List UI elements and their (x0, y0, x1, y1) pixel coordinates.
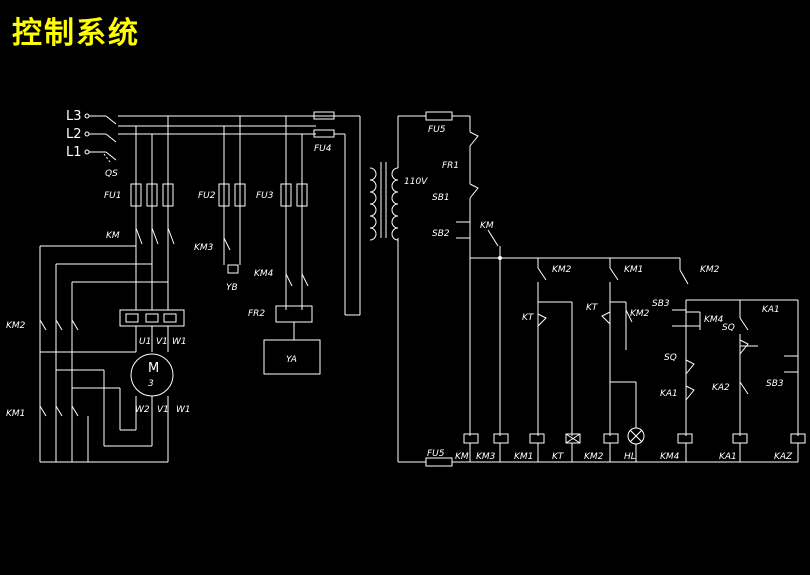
motor-terminal-w2: W2 (135, 405, 150, 415)
sq-a-label: SQ (664, 353, 677, 363)
coil-label-hl: HL (624, 452, 636, 462)
sq-contact-b (739, 339, 749, 355)
sb3-b-label: SB3 (766, 379, 784, 389)
coil-label-km2: KM2 (584, 452, 604, 462)
km2-mid-label: KM2 (630, 309, 650, 319)
fu4-label: FU4 (314, 144, 332, 154)
kt-contact-mid (601, 311, 611, 325)
sq-contact-a (685, 359, 695, 375)
sb3-button-b (784, 355, 799, 373)
yb-label: YB (226, 283, 238, 293)
sb1-label: SB1 (432, 193, 450, 203)
fuse-fu3-a (280, 183, 292, 207)
motor-terminal-v1-b: V1 (157, 405, 169, 415)
terminal-l3 (84, 113, 90, 119)
brake-circuit: FU2 KM3 YB (194, 116, 246, 293)
fuse-fu5-top (425, 111, 453, 121)
line-l1-label: L1 (66, 145, 82, 160)
coil-km1 (529, 433, 545, 444)
terminal-l2 (84, 131, 90, 137)
fuse-fu4 (313, 129, 335, 138)
fuse-fu1-b (146, 183, 158, 207)
control-circuit: FU5 FR1 SB1 SB2 KM KM2 KT (397, 111, 806, 467)
fu5-bottom-label: FU5 (427, 449, 445, 459)
ka2-label: KA2 (712, 383, 730, 393)
motor-terminal-v1: V1 (156, 337, 168, 347)
transformer-primary (369, 167, 377, 241)
fu1-label: FU1 (104, 191, 122, 201)
power-input: L3 L2 L1 QS FU4 (66, 109, 428, 316)
line-l3-label: L3 (66, 109, 82, 124)
fuse-fu2-a (218, 183, 230, 207)
thermal-relay-fr (119, 309, 185, 327)
coil-label-km1: KM1 (514, 452, 533, 462)
km4-mid-label: KM4 (704, 315, 724, 325)
km-hold-label: KM (480, 221, 494, 231)
km1-main-label: KM1 (6, 409, 25, 419)
motor-terminal-w1: W1 (172, 337, 187, 347)
motor-label: M (148, 361, 159, 376)
fuse-fu3-b (296, 183, 308, 207)
km3-main-label: KM3 (194, 243, 214, 253)
motor-terminal-u1: U1 (139, 337, 151, 347)
line-l2-label: L2 (66, 127, 82, 142)
coil-label-km4: KM4 (660, 452, 680, 462)
km1-top-label: KM1 (624, 265, 643, 275)
kt-contact-left (537, 313, 547, 327)
kt-mid-label: KT (586, 303, 599, 313)
ya-solenoid (263, 339, 321, 375)
km2-main-label: KM2 (6, 321, 26, 331)
coil-label-kaz: KAZ (774, 452, 793, 462)
fu3-label: FU3 (256, 191, 274, 201)
ya-circuit: FU3 KM4 FR2 YA (248, 116, 321, 375)
coil-km (463, 433, 479, 444)
qs-label: QS (105, 169, 118, 179)
coil-label-km3: KM3 (476, 452, 496, 462)
fu2-label: FU2 (198, 191, 216, 201)
coil-kt (565, 433, 581, 444)
fr2-label: FR2 (248, 309, 265, 319)
motor-circuit: FU1 KM KM2 KM1 U1 (6, 116, 191, 463)
sb1-button (469, 183, 479, 199)
ka1-contact-mid (685, 385, 695, 401)
fr1-contact (469, 131, 479, 147)
transformer-secondary (391, 167, 399, 241)
fr1-label: FR1 (442, 161, 459, 171)
motor-terminal-w1-b: W1 (176, 405, 191, 415)
sb2-label: SB2 (432, 229, 450, 239)
fuse-fu5-bottom (425, 457, 453, 467)
coil-label-ka1: KA1 (719, 452, 737, 462)
ka1-top-label: KA1 (762, 305, 780, 315)
ya-label: YA (286, 355, 297, 365)
coil-km3 (493, 433, 509, 444)
sb3-a-label: SB3 (652, 299, 670, 309)
motor-phase-label: 3 (148, 379, 154, 389)
coil-label-kt: KT (552, 452, 565, 462)
coil-label-km: KM (455, 452, 469, 462)
km2-right-label: KM2 (700, 265, 720, 275)
sq-b-label: SQ (722, 323, 735, 333)
km-main-label: KM (106, 231, 120, 241)
coil-km2 (603, 433, 619, 444)
thermal-relay-fr2 (275, 305, 313, 323)
fuse-fu1-a (130, 183, 142, 207)
km4-main-label: KM4 (254, 269, 274, 279)
coil-km4 (677, 433, 693, 444)
fu5-top-label: FU5 (428, 125, 446, 135)
fuse-fu2-b (234, 183, 246, 207)
voltage-label: 110V (404, 177, 428, 187)
fuse-fu1-c (162, 183, 174, 207)
kt-left-label: KT (522, 313, 535, 323)
page-title: 控制系统 (12, 16, 140, 51)
ka1-mid-label: KA1 (660, 389, 678, 399)
yb-coil (227, 264, 239, 274)
terminal-l1 (84, 149, 90, 155)
sb3-button-a (672, 309, 687, 327)
km2-top-label: KM2 (552, 265, 572, 275)
sb2-button (456, 221, 471, 239)
